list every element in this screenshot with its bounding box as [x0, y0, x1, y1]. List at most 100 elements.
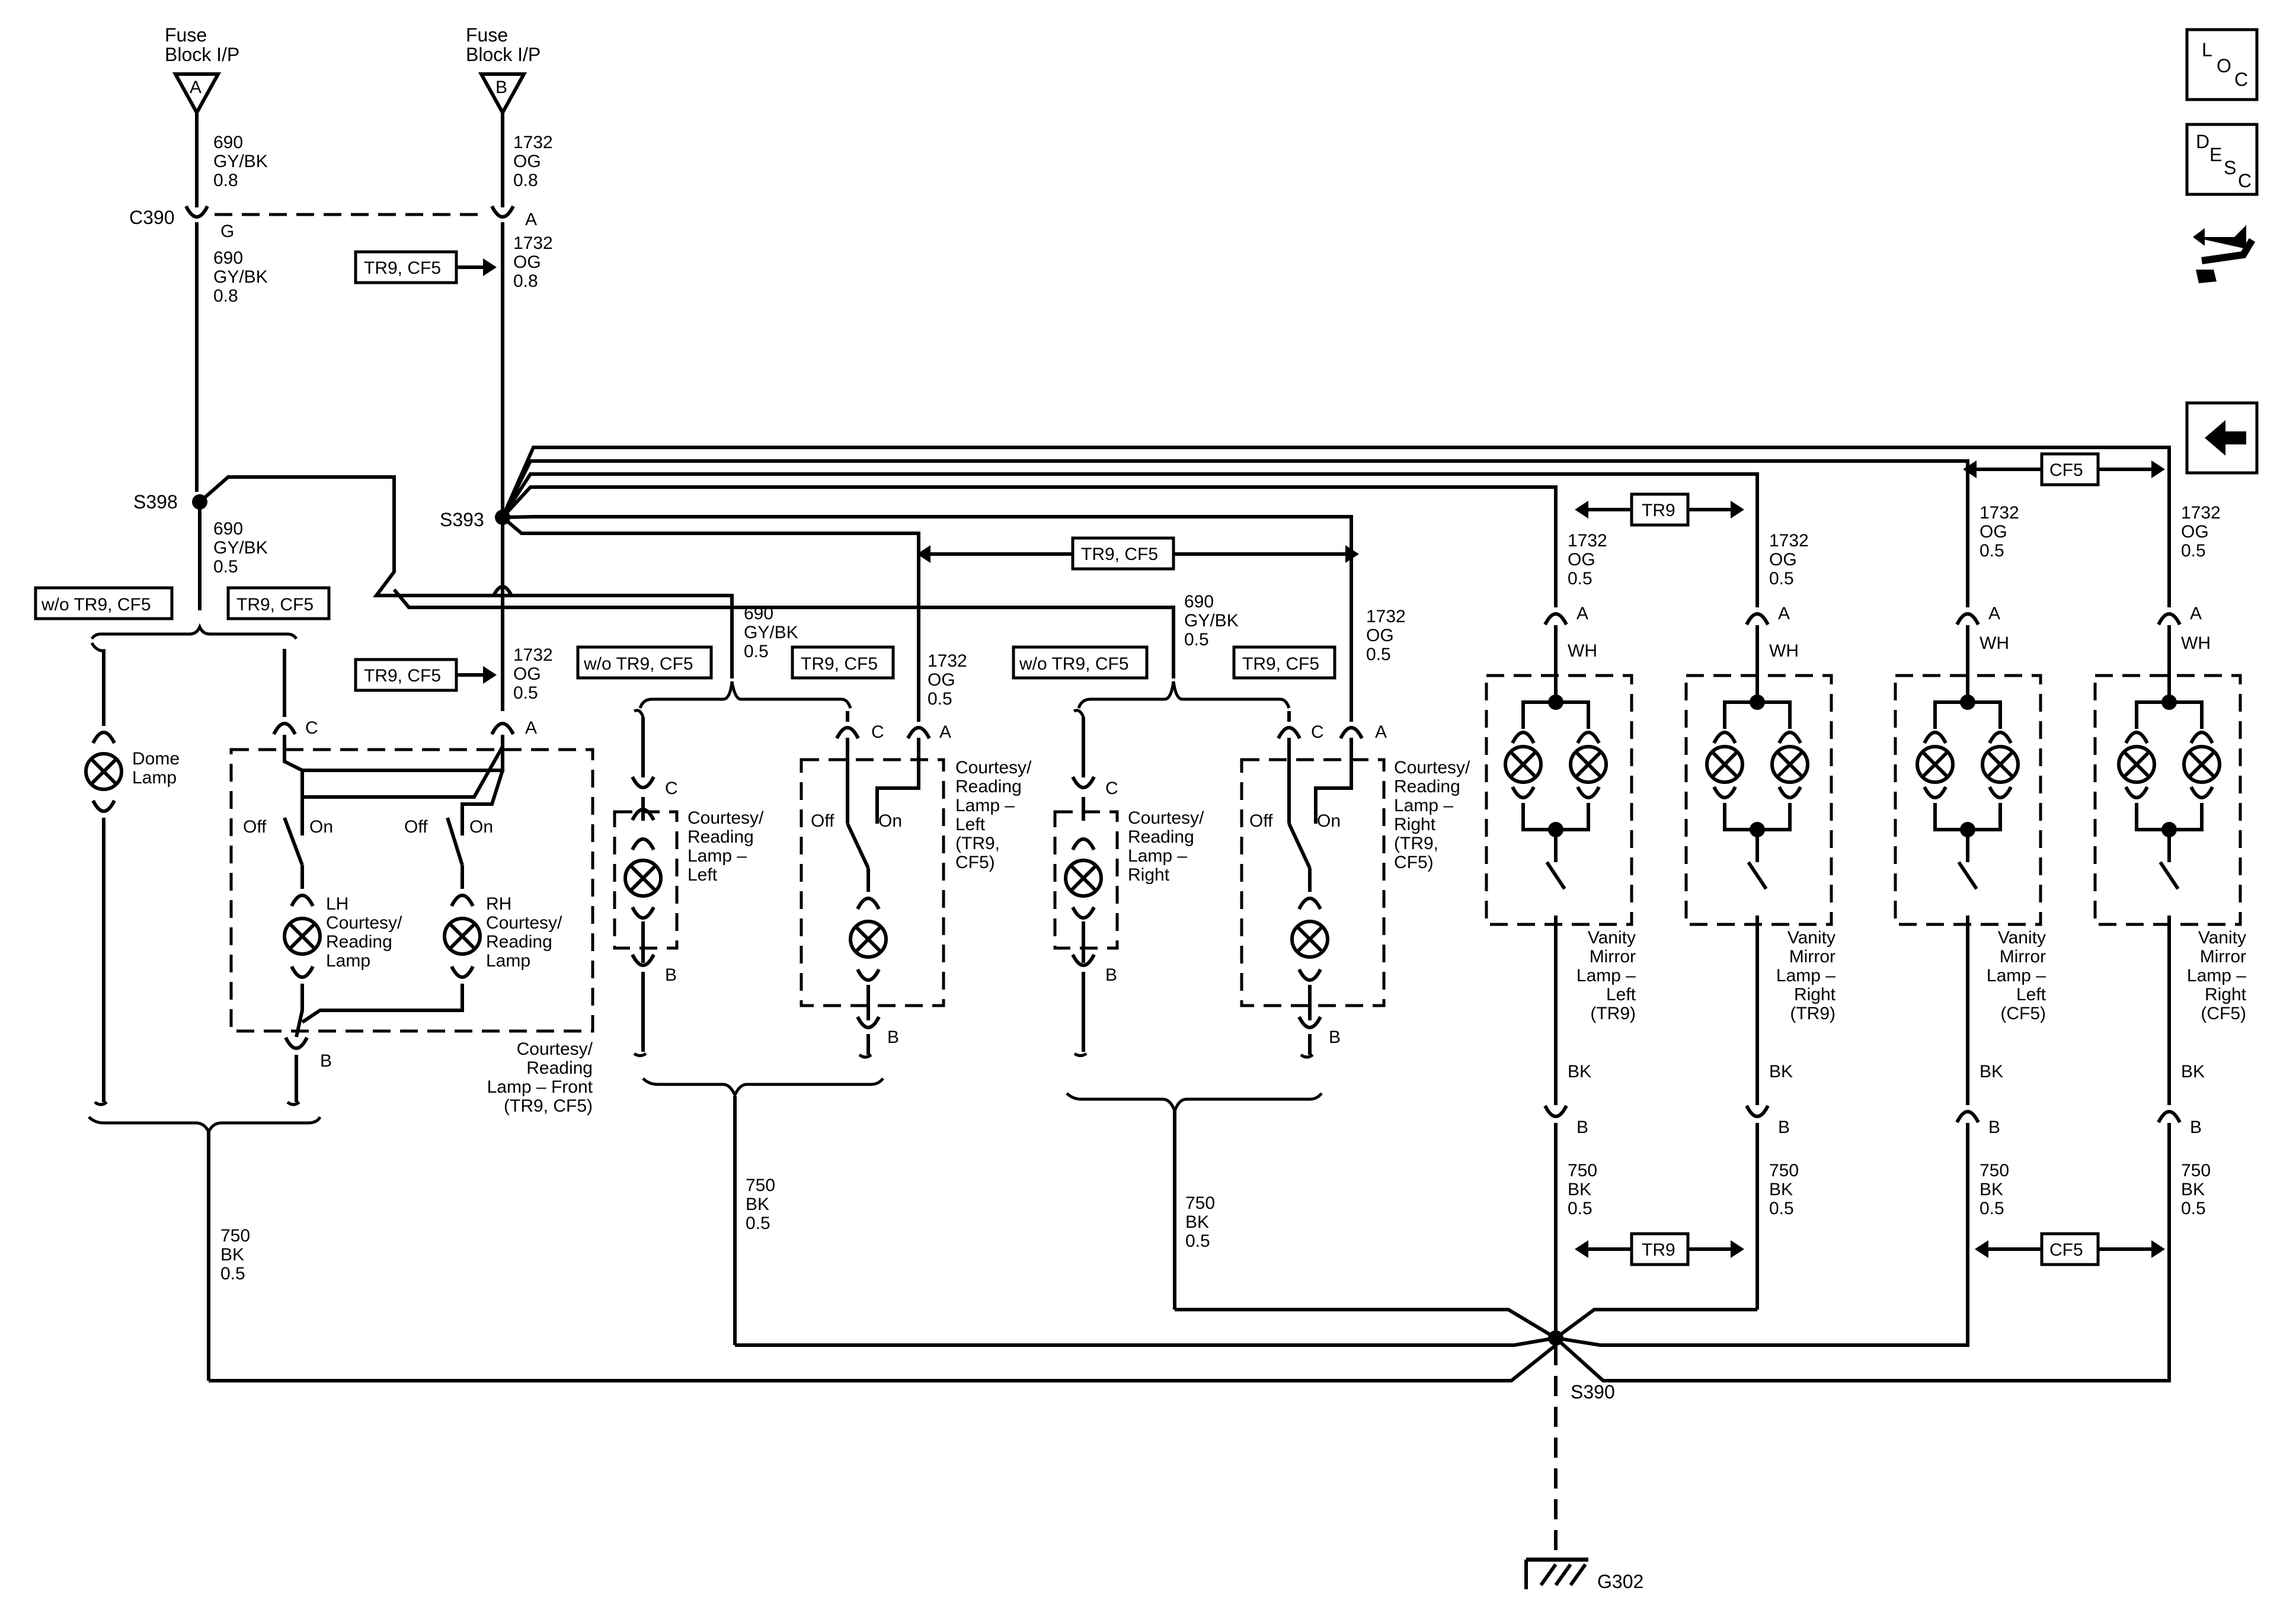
- svg-text:Courtesy/: Courtesy/: [326, 913, 402, 933]
- svg-text:0.5: 0.5: [1185, 1231, 1210, 1251]
- svg-text:(TR9,: (TR9,: [955, 834, 1000, 853]
- svg-text:OG: OG: [2181, 522, 2209, 542]
- svg-text:A: A: [1576, 604, 1588, 623]
- svg-text:Courtesy/: Courtesy/: [955, 758, 1032, 777]
- wire-label: 690: [213, 133, 243, 152]
- svg-text:BK: BK: [1568, 1180, 1591, 1199]
- switch-off-label: Off: [404, 817, 428, 837]
- svg-text:RH: RH: [486, 894, 511, 914]
- svg-text:Lamp –: Lamp –: [955, 796, 1015, 815]
- switch-on-label: On: [309, 817, 333, 837]
- svg-text:LH: LH: [326, 894, 348, 914]
- svg-text:1732: 1732: [2181, 503, 2221, 523]
- svg-text:Mirror: Mirror: [2000, 947, 2046, 966]
- svg-text:TR9: TR9: [1642, 1240, 1675, 1260]
- svg-text:Reading: Reading: [526, 1058, 593, 1078]
- loc-letter-o: O: [2217, 55, 2231, 76]
- svg-text:Lamp –: Lamp –: [2187, 966, 2246, 985]
- svg-text:B: B: [1576, 1118, 1588, 1137]
- s390-label: S390: [1571, 1381, 1615, 1403]
- wire-label: 690: [213, 519, 243, 539]
- svg-text:Left: Left: [687, 865, 718, 885]
- loc-letter-l: L: [2202, 39, 2212, 60]
- option-tag-tr9-cf5: TR9, CF5: [354, 250, 497, 284]
- svg-text:Reading: Reading: [1394, 777, 1460, 796]
- wire-label: 1732: [928, 651, 967, 671]
- svg-text:Lamp –: Lamp –: [1776, 966, 1835, 985]
- svg-text:A: A: [1375, 722, 1387, 742]
- switch-off-label: Off: [243, 817, 267, 837]
- svg-text:TR9, CF5: TR9, CF5: [1081, 545, 1158, 564]
- svg-text:(CF5): (CF5): [2000, 1004, 2046, 1023]
- svg-text:B: B: [1988, 1118, 2000, 1137]
- svg-text:BK: BK: [2181, 1180, 2205, 1199]
- svg-text:w/o TR9, CF5: w/o TR9, CF5: [583, 654, 693, 674]
- svg-text:Reading: Reading: [955, 777, 1022, 796]
- svg-text:0.5: 0.5: [1184, 630, 1209, 649]
- svg-text:Lamp –: Lamp –: [1394, 796, 1453, 815]
- svg-text:BK: BK: [746, 1195, 769, 1214]
- pin-c: C: [665, 779, 678, 798]
- connector-tool-icon[interactable]: [2193, 225, 2256, 283]
- svg-text:(TR9, CF5): (TR9, CF5): [504, 1096, 593, 1116]
- wire-label: BK: [220, 1245, 244, 1265]
- option-range-tr9: TR9: [1575, 492, 1744, 527]
- svg-text:CF5: CF5: [2049, 460, 2083, 480]
- svg-text:B: B: [1329, 1028, 1341, 1047]
- svg-text:Lamp –: Lamp –: [687, 846, 747, 866]
- vanity-mirror-lamp-right-tr9: 1732 OG 0.5 A WH Vanity Mirror Lamp – Ri…: [1684, 531, 1836, 1310]
- svg-text:Vanity: Vanity: [2198, 928, 2246, 948]
- wire-label: 690: [213, 248, 243, 268]
- svg-text:Courtesy/: Courtesy/: [486, 913, 562, 933]
- svg-text:Courtesy/: Courtesy/: [1394, 758, 1470, 777]
- svg-text:Left: Left: [1606, 985, 1636, 1004]
- svg-text:Right: Right: [2205, 985, 2247, 1004]
- svg-text:TR9, CF5: TR9, CF5: [364, 666, 441, 686]
- svg-text:Courtesy/: Courtesy/: [1128, 808, 1204, 828]
- ground-bus: [209, 1308, 2171, 1382]
- svg-text:OG: OG: [1769, 550, 1797, 569]
- pin-b: B: [887, 1028, 899, 1047]
- svg-text:BK: BK: [1980, 1180, 2003, 1199]
- back-arrow-icon[interactable]: [2185, 401, 2259, 475]
- pin-c: C: [871, 722, 884, 742]
- svg-text:Reading: Reading: [486, 932, 552, 952]
- svg-text:BK: BK: [2181, 1062, 2205, 1081]
- svg-text:TR9: TR9: [1642, 501, 1675, 520]
- svg-text:OG: OG: [1568, 550, 1595, 569]
- svg-text:On: On: [1317, 811, 1341, 831]
- svg-text:1732: 1732: [1366, 607, 1406, 626]
- svg-text:A: A: [1988, 604, 2000, 623]
- fuse-block-b: Fuse Block I/P B: [466, 24, 541, 117]
- svg-text:0.5: 0.5: [1769, 1199, 1794, 1218]
- wire-label: GY/BK: [744, 623, 798, 642]
- loc-icon[interactable]: L O C: [2185, 28, 2259, 101]
- loc-letter-c: C: [2234, 69, 2248, 90]
- wire-label: 1732: [513, 133, 553, 152]
- svg-text:BK: BK: [1980, 1062, 2003, 1081]
- svg-text:Left: Left: [2016, 985, 2046, 1004]
- svg-text:Vanity: Vanity: [1787, 928, 1835, 948]
- desc-letter-s: S: [2224, 157, 2236, 178]
- fuse-b-line1: Fuse: [466, 24, 508, 46]
- wire-label: 1732: [513, 233, 553, 253]
- option-bracket-front: w/o TR9, CF5 TR9, CF5: [34, 586, 331, 640]
- wire-label: 0.8: [213, 171, 238, 190]
- wire-label: OG: [928, 670, 955, 690]
- desc-icon[interactable]: D E S C: [2185, 123, 2259, 196]
- svg-text:TR9, CF5: TR9, CF5: [236, 595, 314, 614]
- svg-text:(CF5): (CF5): [2201, 1004, 2246, 1023]
- vanity-mirror-lamp-right-cf5: 1732 OG 0.5 A WH Vanity Mirror Lamp – Ri…: [2093, 503, 2247, 1375]
- svg-text:Left: Left: [955, 815, 986, 834]
- svg-text:OG: OG: [1366, 626, 1394, 645]
- svg-text:B: B: [1778, 1118, 1790, 1137]
- svg-text:Off: Off: [1249, 811, 1273, 831]
- pin-b: B: [320, 1051, 332, 1071]
- wire-label: 750: [220, 1226, 250, 1246]
- svg-text:CF5): CF5): [1394, 853, 1434, 872]
- svg-text:Off: Off: [811, 811, 834, 831]
- splice-s390: [1548, 1330, 1563, 1346]
- svg-text:BK: BK: [1769, 1062, 1793, 1081]
- dome-lamp-label: Lamp: [132, 768, 177, 788]
- svg-text:TR9, CF5: TR9, CF5: [801, 654, 878, 674]
